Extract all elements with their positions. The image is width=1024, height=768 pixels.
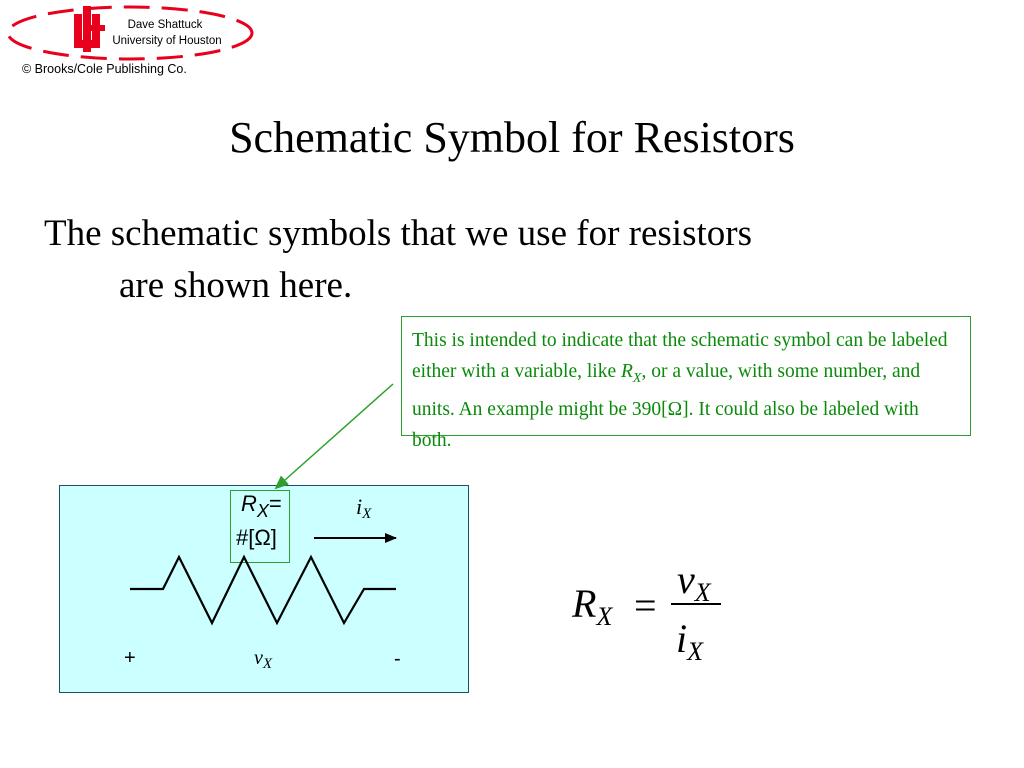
author-name: Dave Shattuck [127, 19, 203, 31]
equation-fraction-bar [671, 603, 721, 605]
resistor-equals: = [268, 491, 282, 516]
equation-lhs: RX [572, 581, 612, 630]
resistor-symbol-letter: R [241, 491, 257, 516]
plus-terminal-label: + [124, 647, 136, 669]
current-subscript: X [362, 506, 372, 522]
callout-variable-subscript: X [632, 370, 642, 386]
university-logo [6, 5, 254, 61]
resistor-label-value: #[Ω] [236, 525, 277, 550]
resistor-label-symbol: RX= [241, 491, 282, 521]
equation-numerator: vX [677, 557, 711, 606]
current-symbol: i [356, 494, 363, 519]
callout-pointer-arrow [274, 383, 394, 490]
author-affiliation: University of Houston [112, 35, 222, 47]
callout-box: This is intended to indicate that the sc… [401, 316, 971, 451]
current-label: iX [356, 494, 372, 522]
equation-denominator: iX [676, 616, 703, 665]
voltage-symbol: v [254, 647, 263, 669]
slide-title: Schematic Symbol for Resistors [229, 113, 795, 162]
voltage-subscript: X [262, 656, 273, 672]
slide-body: The schematic symbols that we use for re… [44, 208, 944, 312]
equation-numerator-subscript: X [694, 578, 711, 607]
equation-denominator-symbol: i [676, 616, 688, 661]
equation-equals: = [634, 583, 657, 628]
equation-lhs-subscript: X [596, 602, 613, 631]
resistor-symbol-subscript: X [256, 501, 269, 521]
publisher-credit: © Brooks/Cole Publishing Co. [22, 62, 187, 76]
body-line-1: The schematic symbols that we use for re… [44, 213, 752, 254]
equation-denominator-subscript: X [687, 637, 704, 666]
callout-text-1: This is intended to indicate that the sc… [412, 330, 948, 382]
body-line-2: are shown here. [119, 265, 353, 306]
equation-numerator-symbol: v [677, 557, 695, 602]
callout-variable: R [621, 361, 633, 382]
minus-terminal-label: - [394, 648, 401, 670]
equation-lhs-symbol: R [572, 581, 597, 626]
uh-monogram-icon [74, 6, 105, 52]
voltage-label: vX [254, 647, 273, 672]
logo-ellipse [6, 5, 254, 61]
callout-text-2: , or a value, with some number, and unit… [412, 361, 921, 451]
